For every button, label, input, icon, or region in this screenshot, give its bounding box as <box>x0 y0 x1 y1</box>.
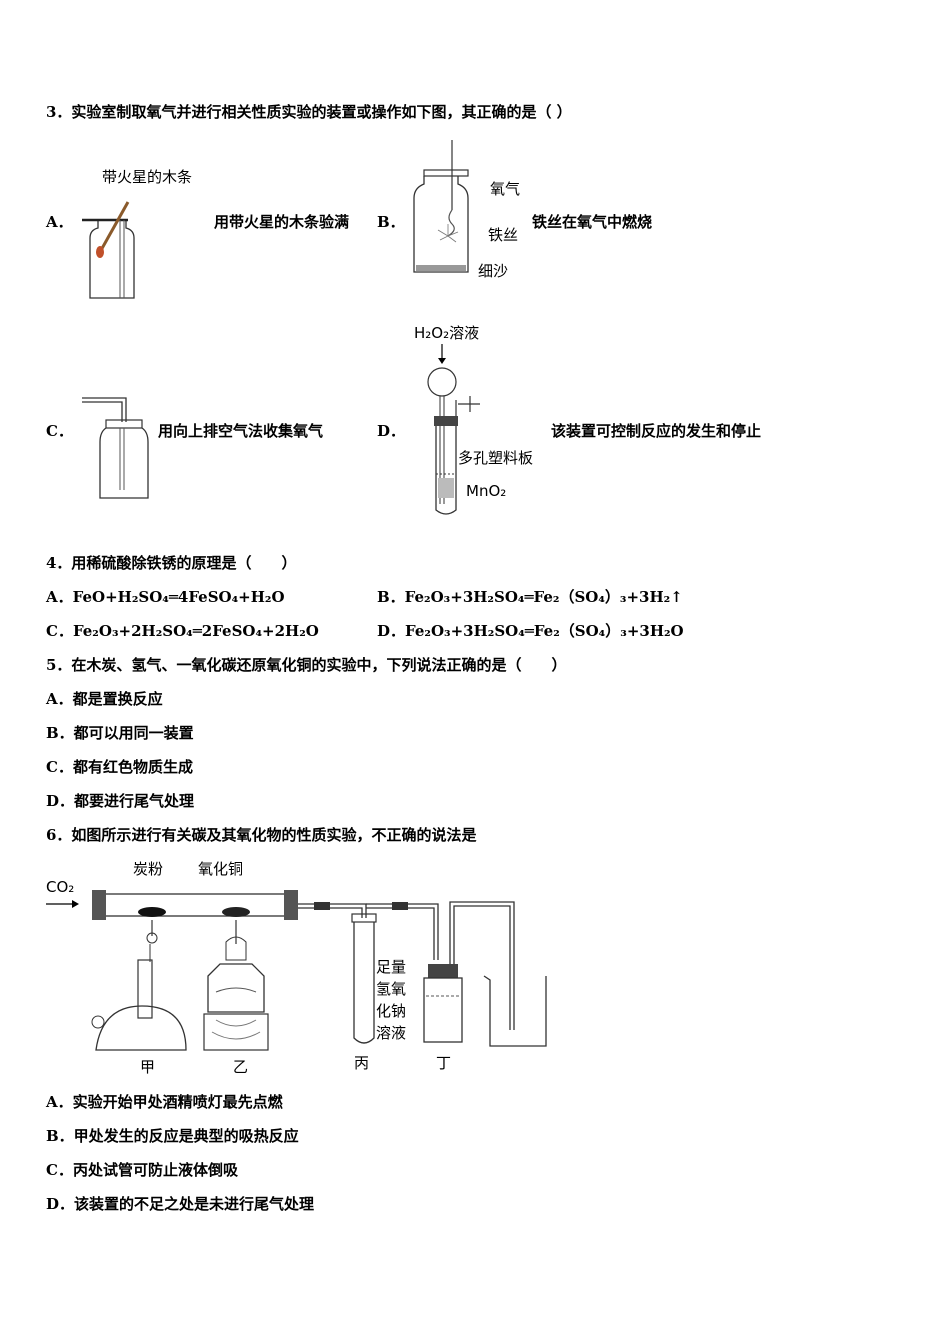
q6-option-d: D．该装置的不足之处是未进行尾气处理 <box>46 1195 315 1213</box>
q3-option-c-letter: C． <box>46 422 73 440</box>
q5-option-b: B．都可以用同一装置 <box>46 724 194 742</box>
q3-a-label-splint: 带火星的木条 <box>102 168 193 186</box>
q3-option-d-caption: 该装置可控制反应的发生和停止 <box>551 422 762 440</box>
q4-option-d: D．Fe₂O₃+3H₂SO₄═Fe₂（SO₄）₃+3H₂O <box>377 622 684 640</box>
q3-b-figure <box>413 140 469 273</box>
q5-option-c: C．都有红色物质生成 <box>46 758 193 776</box>
q6-label-yi: 乙 <box>233 1058 249 1076</box>
q3-d-label-plate: 多孔塑料板 <box>458 449 534 467</box>
q6-option-b: B．甲处发生的反应是典型的吸热反应 <box>46 1127 299 1145</box>
q3-option-b-letter: B． <box>377 213 405 231</box>
q3-option-a-letter: A． <box>46 213 73 231</box>
q3-option-b-caption: 铁丝在氧气中燃烧 <box>532 213 653 231</box>
q4-option-a: A．FeO+H₂SO₄═4FeSO₄+H₂O <box>46 588 285 606</box>
q6-label-cuo: 氧化铜 <box>198 860 244 878</box>
q6-label-naoh-1: 足量 <box>376 958 407 976</box>
q3-option-a-caption: 用带火星的木条验满 <box>214 213 350 231</box>
q6-apparatus-figure <box>46 890 547 1051</box>
q6-stem: 6．如图所示进行有关碳及其氧化物的性质实验，不正确的说法是 <box>46 826 477 844</box>
q3-stem: 3．实验室制取氧气并进行相关性质实验的装置或操作如下图，其正确的是（ ） <box>46 103 572 121</box>
q3-option-c-caption: 用向上排空气法收集氧气 <box>158 422 324 440</box>
q5-option-d: D．都要进行尾气处理 <box>46 792 195 810</box>
q6-label-co2: CO₂ <box>46 878 75 896</box>
q4-option-b: B．Fe₂O₃+3H₂SO₄═Fe₂（SO₄）₃+3H₂↑ <box>377 588 683 606</box>
q6-label-naoh-3: 化钠 <box>376 1002 407 1020</box>
q6-label-ding: 丁 <box>436 1054 452 1072</box>
q3-d-figure <box>427 344 480 515</box>
q4-option-c: C．Fe₂O₃+2H₂SO₄═2FeSO₄+2H₂O <box>46 622 319 640</box>
q3-option-d-letter: D． <box>377 422 406 440</box>
q3-b-label-oxygen: 氧气 <box>490 180 521 198</box>
q3-c-figure <box>82 397 149 499</box>
q6-label-naoh-2: 氢氧 <box>376 980 407 998</box>
q6-option-c: C．丙处试管可防止液体倒吸 <box>46 1161 238 1179</box>
q6-label-carbon: 炭粉 <box>133 860 164 878</box>
q6-label-naoh-4: 溶液 <box>376 1024 407 1042</box>
q3-b-label-wire: 铁丝 <box>488 226 519 244</box>
q5-option-a: A．都是置换反应 <box>46 690 163 708</box>
q4-stem: 4．用稀硫酸除铁锈的原理是（ ） <box>46 554 297 572</box>
q3-d-label-mno2: MnO₂ <box>466 482 507 500</box>
q3-d-label-h2o2: H₂O₂溶液 <box>414 324 480 342</box>
q6-label-bing: 丙 <box>354 1054 370 1072</box>
q6-label-jia: 甲 <box>140 1058 156 1076</box>
q3-a-figure <box>82 201 135 299</box>
q3-b-label-sand: 细沙 <box>478 262 509 280</box>
q5-stem: 5．在木炭、氢气、一氧化碳还原氧化铜的实验中，下列说法正确的是（ ） <box>46 656 567 674</box>
q6-option-a: A．实验开始甲处酒精喷灯最先点燃 <box>46 1093 283 1111</box>
